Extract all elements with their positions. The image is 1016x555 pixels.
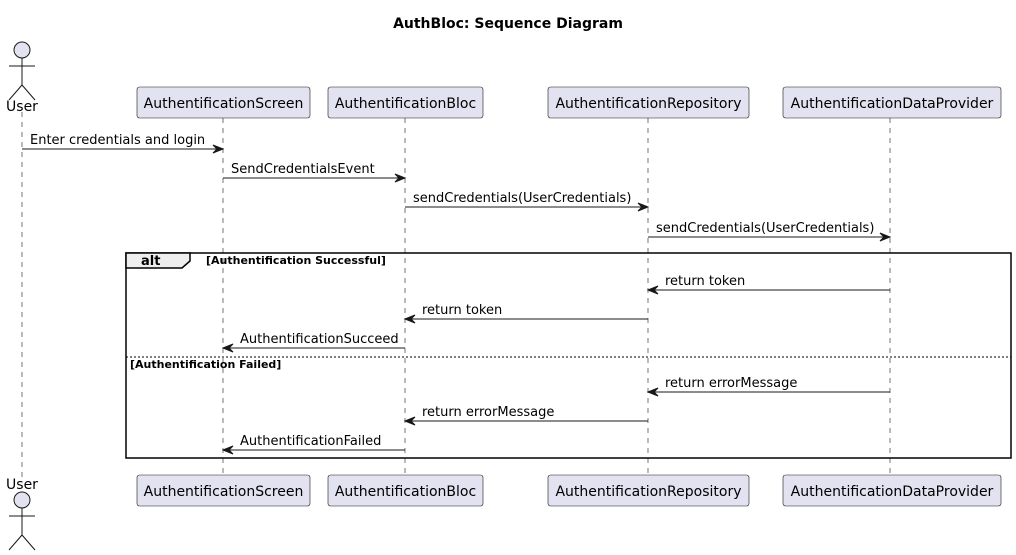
message-label: return token	[665, 274, 745, 289]
alt-keyword: alt	[141, 254, 160, 269]
participant-box-top-repo	[547, 86, 750, 119]
arrow-head-icon	[637, 202, 650, 212]
alt-branch-2-message-2: return errorMessage	[403, 405, 648, 426]
participants: UserUserAuthentificationScreenAuthentifi…	[6, 41, 1002, 551]
alt-guard-2: [Authentification Failed]	[130, 358, 281, 371]
arrow-head-icon	[221, 445, 234, 455]
actor-head-icon	[13, 41, 31, 59]
alt-frame	[125, 252, 1012, 459]
participant-label-top-screen: AuthentificationScreen	[144, 96, 304, 112]
arrow-head-icon	[403, 416, 416, 426]
message-label: Enter credentials and login	[30, 133, 205, 148]
lifelines	[21, 112, 891, 478]
message-label: return token	[422, 303, 502, 318]
participant-box-top-bloc	[327, 86, 484, 119]
message-label: AuthentificationSucceed	[240, 332, 399, 347]
message-label: sendCredentials(UserCredentials)	[656, 221, 874, 236]
arrow-head-icon	[212, 144, 225, 154]
participant-box-bottom-provider	[782, 474, 1002, 507]
participant-box-bottom-bloc	[327, 474, 484, 507]
actor-leg-left	[8, 84, 23, 101]
message-4: sendCredentials(UserCredentials)	[648, 221, 892, 242]
alt-branch-1-message-3: AuthentificationSucceed	[221, 332, 405, 353]
arrow-head-icon	[646, 387, 659, 397]
message-label: AuthentificationFailed	[240, 434, 381, 449]
alt-branch-1-message-2: return token	[403, 303, 648, 324]
messages: Enter credentials and loginSendCredentia…	[22, 133, 892, 455]
message-label: sendCredentials(UserCredentials)	[413, 191, 631, 206]
arrow-head-icon	[879, 232, 892, 242]
participant-label-top-provider: AuthentificationDataProvider	[791, 96, 994, 112]
actor-leg-left	[8, 534, 23, 551]
alt-branch-2-message-3: AuthentificationFailed	[221, 434, 405, 455]
participant-box-bottom-repo	[547, 474, 750, 507]
message-label: return errorMessage	[665, 376, 797, 391]
message-2: SendCredentialsEvent	[223, 162, 407, 183]
alt-tab	[125, 252, 191, 269]
alt-branch-1-message-1: return token	[646, 274, 890, 295]
participant-label-top-bloc: AuthentificationBloc	[335, 96, 476, 112]
message-1: Enter credentials and login	[22, 133, 225, 154]
actor-bottom-user	[8, 491, 36, 551]
participant-label-bottom-bloc: AuthentificationBloc	[335, 484, 476, 500]
participant-label-top-repo: AuthentificationRepository	[555, 96, 741, 112]
message-3: sendCredentials(UserCredentials)	[405, 191, 650, 212]
participant-label-bottom-user: User	[6, 477, 38, 493]
participant-box-bottom-screen	[136, 474, 311, 507]
message-label: SendCredentialsEvent	[231, 162, 375, 177]
participant-box-top-provider	[782, 86, 1002, 119]
participant-box-top-screen	[136, 86, 311, 119]
participant-label-bottom-repo: AuthentificationRepository	[555, 484, 741, 500]
participant-label-bottom-provider: AuthentificationDataProvider	[791, 484, 994, 500]
alt-guard-1: [Authentification Successful]	[206, 254, 386, 267]
arrow-head-icon	[394, 173, 407, 183]
arrow-head-icon	[221, 343, 234, 353]
participant-label-bottom-screen: AuthentificationScreen	[144, 484, 304, 500]
arrow-head-icon	[403, 314, 416, 324]
alt-branch-2-message-1: return errorMessage	[646, 376, 890, 397]
participant-label-top-user: User	[6, 99, 38, 115]
diagram-title: AuthBloc: Sequence Diagram	[393, 16, 623, 32]
actor-leg-right	[21, 534, 36, 551]
arrow-head-icon	[646, 285, 659, 295]
alt-fragment: alt [Authentification Successful] [Authent…	[125, 252, 1012, 459]
message-label: return errorMessage	[422, 405, 554, 420]
actor-top-user	[8, 41, 36, 101]
actor-leg-right	[21, 84, 36, 101]
actor-head-icon	[13, 491, 31, 509]
